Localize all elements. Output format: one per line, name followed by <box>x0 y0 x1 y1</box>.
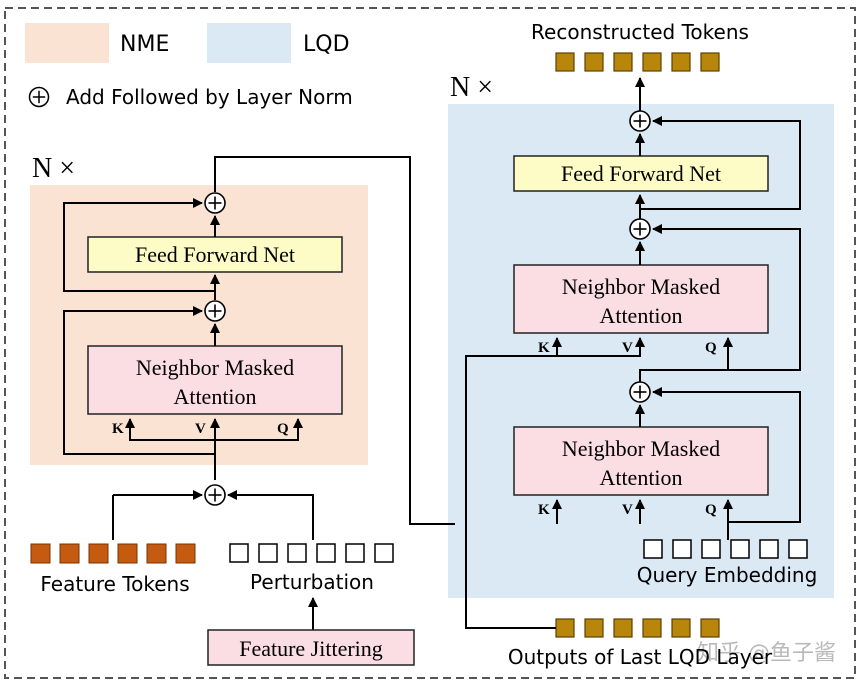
feature-tokens <box>30 543 196 564</box>
nme-k-label: K <box>112 421 124 437</box>
nme-attention-line2: Attention <box>173 384 256 409</box>
legend-lqd-label: LQD <box>303 32 350 57</box>
reconstructed-tokens-label: Reconstructed Tokens <box>531 20 749 44</box>
lqd-bottom-q-label: Q <box>705 502 717 518</box>
lqd-ffn-label: Feed Forward Net <box>561 161 721 186</box>
nme-add-norm-top <box>204 192 226 214</box>
watermark: 知乎 @鱼子酱 <box>697 641 836 666</box>
lqd-connections <box>465 77 801 620</box>
nme-connections <box>63 156 455 630</box>
last-lqd-output-link <box>465 620 556 629</box>
legend-add-norm-label: Add Followed by Layer Norm <box>66 85 353 109</box>
lqd-bottom-k-label: K <box>538 502 550 518</box>
lqd-repeat-label: N × <box>450 72 493 103</box>
feature-jittering-label: Feature Jittering <box>239 636 383 661</box>
lqd-attention-top-line1: Neighbor Masked <box>562 274 720 299</box>
feature-tokens-label: Feature Tokens <box>40 572 189 596</box>
feature-jittering-box <box>207 629 415 666</box>
legend-add-icon <box>28 86 50 108</box>
lqd-bottom-v-label: V <box>622 502 633 518</box>
nme-ffn-label: Feed Forward Net <box>135 242 295 267</box>
lqd-top-k-label: K <box>538 340 550 356</box>
nme-attention-box <box>87 345 343 415</box>
lqd-attention-top-box <box>513 264 769 334</box>
lqd-add-norm-1 <box>629 381 651 403</box>
lqd-add-norm-2 <box>629 218 651 240</box>
lqd-top-q-label: Q <box>705 340 717 356</box>
lqd-attention-bottom-line2: Attention <box>599 465 682 490</box>
nme-ffn-box <box>87 236 343 273</box>
nme-region <box>30 185 368 465</box>
nme-v-label: V <box>195 421 206 437</box>
legend-nme-swatch <box>25 23 109 63</box>
nme-add-norm-middle <box>204 300 226 322</box>
lqd-attention-top-line2: Attention <box>599 303 682 328</box>
query-embedding-label: Query Embedding <box>637 563 818 587</box>
lqd-top-v-label: V <box>622 340 633 356</box>
perturbation-label: Perturbation <box>250 570 374 594</box>
nme-add-norm-bottom <box>204 484 226 506</box>
legend-nme-label: NME <box>120 32 169 57</box>
lqd-attention-bottom-box <box>513 426 769 496</box>
nme-q-label: Q <box>277 421 289 437</box>
nme-repeat-label: N × <box>32 153 75 184</box>
lqd-ffn-box <box>513 155 769 192</box>
query-embedding-tokens <box>643 539 808 559</box>
reconstructed-tokens <box>555 52 720 72</box>
last-lqd-output-tokens <box>555 618 720 638</box>
outputs-last-lqd-label: Outputs of Last LQD Layer <box>508 645 773 669</box>
nme-attention-line1: Neighbor Masked <box>136 355 294 380</box>
lqd-attention-bottom-line1: Neighbor Masked <box>562 436 720 461</box>
perturbation-tokens <box>229 543 394 563</box>
legend-lqd-swatch <box>207 23 291 63</box>
outer-frame <box>4 7 856 679</box>
lqd-add-norm-3 <box>629 110 651 132</box>
